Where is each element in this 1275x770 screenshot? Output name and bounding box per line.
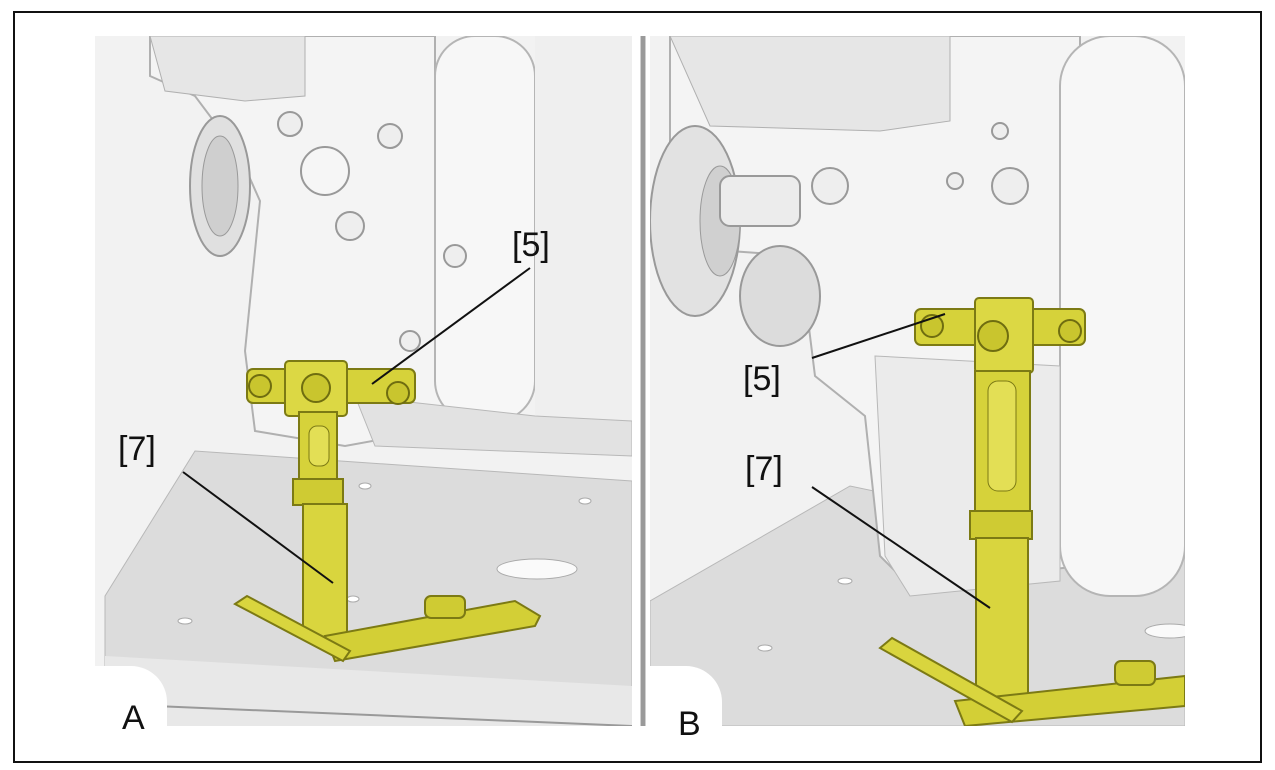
callout-b-bracket: [5] (743, 360, 781, 398)
view-a-badge (95, 666, 167, 726)
view-a-illustration (104, 36, 632, 726)
support-tool-7-b (878, 370, 1185, 726)
plate-hole-a (496, 558, 578, 580)
view-label-b: B (678, 705, 701, 743)
callout-b-tool: [7] (745, 450, 783, 488)
view-b-illustration (650, 36, 1185, 726)
view-label-a: A (122, 699, 145, 737)
callout-a-bracket: [5] (512, 226, 550, 264)
callout-a-tool: [7] (118, 430, 156, 468)
view-a-panel (95, 36, 632, 726)
view-b-badge (650, 666, 722, 726)
view-b-panel (650, 36, 1185, 726)
panel-divider (640, 36, 646, 726)
